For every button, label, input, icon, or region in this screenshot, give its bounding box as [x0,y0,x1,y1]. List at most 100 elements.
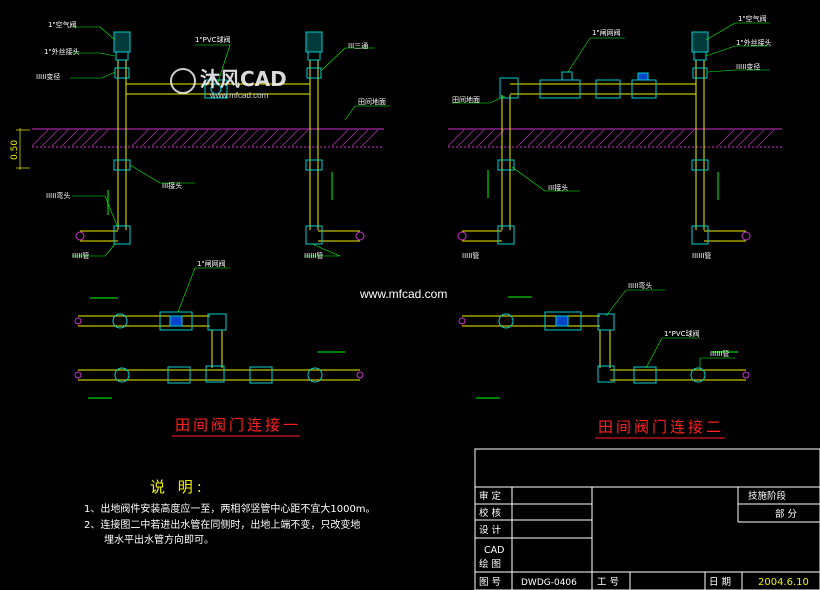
label-field-pipe-2: 田间地面 [452,95,480,104]
air-valve-icon [113,31,131,53]
depth-dimension-value: 0.50 [10,140,20,160]
tb-part: 部 分 [775,508,798,520]
leader-lines [70,26,390,257]
elbow-fitting [207,313,227,331]
flow-arrow-icon [476,296,738,399]
pipe-end [742,371,750,379]
label-reducer-2: IIIII变径 [736,62,760,71]
label-pipe-4: IIIIII管 [692,251,711,260]
joint-fitting [305,159,323,171]
label-joint: III接头 [162,181,182,190]
elbow-fitting [113,225,131,245]
mesh-valve-icon [159,311,193,331]
plan-pipes-left [78,315,360,381]
tb-drawing-no-label: 图 号 [479,577,501,588]
label-air-valve-2: 1"空气阀 [738,14,767,23]
tb-stage: 技施阶段 [748,490,787,502]
valve-stem [693,51,707,61]
elbow-fitting [497,225,515,245]
valve-wheel-icon [690,367,706,383]
drawing-title-two: 田间阀门连接二 [598,418,724,436]
plan-pipes-right [462,315,746,381]
air-valve-icon [305,31,323,53]
pipe-end [75,231,85,241]
valve-wheel-icon [307,367,323,383]
label-pipe: IIIII管 [72,251,89,260]
label-pvc-ball: 1"PVC球阀 [195,35,231,44]
label-outlet-joint: 1"外丝接头 [44,47,80,56]
label-pipe-right: IIIIII管 [304,251,323,260]
elbow-fitting [597,313,615,331]
leader-lines [605,289,735,369]
watermark-sub: www.mfcad.com [209,91,269,100]
tb-review: 审 定 [479,490,502,502]
elevation-two: 1"闸网阀 1"空气阀 1"外丝接头 IIIII变径 田间地面 III接头 II… [447,14,782,260]
tb-drawing-no: DWDG-0406 [521,578,577,588]
label-joint-2: III接头 [548,183,568,192]
pipe-end [458,317,466,325]
note-item-2-continued: 埋水平出水管方向即可。 [104,533,214,546]
joint-fitting [113,159,131,171]
note-item-1: 1、出地阀件安装高度应一至，两相邻竖管中心距不宜大1000m。 [84,502,376,515]
reducer-fitting [306,67,322,79]
label-reducer: IIIII变径 [36,72,60,81]
tb-drafting: 绘 图 [479,558,501,570]
watermark-url: www.mfcad.com [359,287,447,301]
tb-date: 2004.6.10 [758,577,809,588]
mesh-valve-icon [539,79,581,99]
tb-design: 设 计 [479,524,502,536]
depth-dimension: 0.50 [10,128,30,170]
label-tee: III三通 [348,41,368,50]
tb-job-no-label: 工 号 [597,577,619,588]
flow-arrow-icon [107,172,333,215]
note-item-2: 2、连接图二中若进出水管在同侧时，出地上端不变，只改变地 [84,518,360,531]
pipe-end [74,371,82,379]
air-valve-icon [691,31,709,53]
mesh-valve-icon [544,311,582,331]
valve-stem [115,51,129,61]
leader-line [177,267,230,313]
pipe-end [457,231,467,241]
ball-valve-icon [631,79,657,99]
label-elbow: IIIII弯头 [46,191,70,200]
notes: 说 明: 1、出地阀件安装高度应一至，两相邻竖管中心距不宜大1000m。 2、连… [84,478,376,546]
coupling-icon [498,313,514,329]
pipe-end [356,371,364,379]
title-block [474,448,820,590]
elbow-fitting [305,225,323,245]
flow-arrow-icon [487,170,719,200]
watermark-logo-icon [170,68,196,94]
elbow-fitting [597,365,615,383]
union-fitting [249,366,273,384]
tb-cad: CAD [484,545,504,556]
watermark: 沐风CAD www.mfcad.com [170,67,287,100]
elbow-fitting [691,225,709,245]
drawing-title-one: 田间阀门连接一 [175,416,301,434]
plan-one: 1"闸网阀 [74,259,364,399]
flow-arrow-icon [88,297,345,399]
reducer-fitting [114,67,130,79]
ground-hatch-left [31,128,384,148]
valve-handle [561,71,573,81]
pipe-end [355,231,365,241]
valve-wheel-icon [114,367,130,383]
label-mesh-valve: 1"闸网阀 [592,28,621,37]
valve-handle [555,315,569,327]
reducer-fitting [692,67,708,79]
label-pipe-3: IIIII管 [462,251,479,260]
ball-valve-body [210,83,222,95]
label-elbow-plan: IIIII弯头 [628,281,652,290]
pipe-end [74,317,82,325]
leader-lines [452,22,770,192]
ground-hatch-right [447,128,782,148]
ball-valve-icon [204,79,228,99]
joint-fitting [691,159,709,171]
ball-valve-icon [633,366,657,384]
tee-fitting [205,365,225,383]
joint-fitting [497,159,515,171]
union-fitting [167,366,191,384]
label-field-pipe: 田间地面 [358,97,386,106]
plan-two: IIIII弯头 1"PVC球阀 IIIIII管 [458,281,750,399]
label-pvc-ball-plan: 1"PVC球阀 [664,329,700,338]
